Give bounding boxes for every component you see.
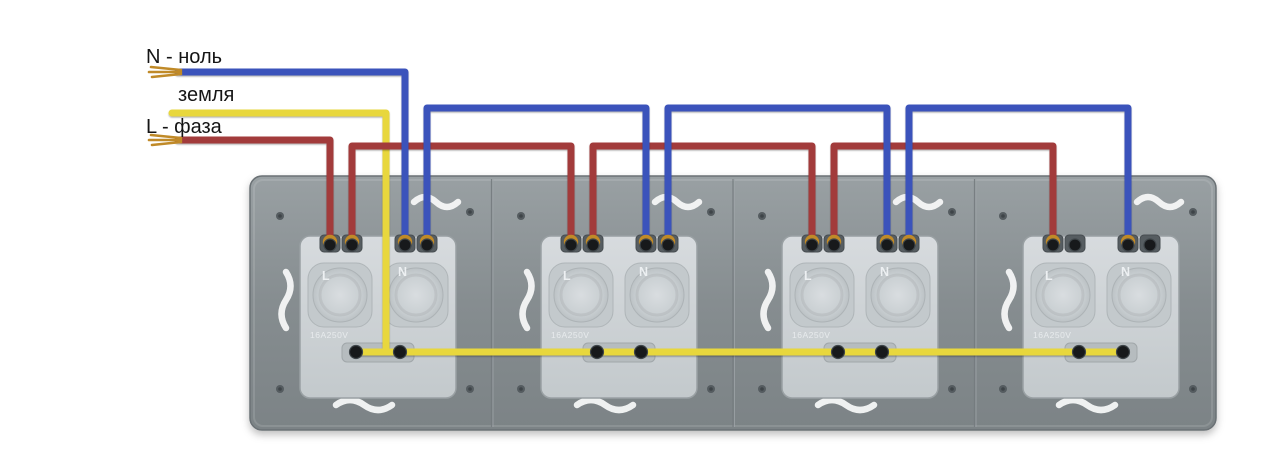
phase-wire-jumper-3-4 [830,142,1057,251]
socket-module-2 [539,233,699,400]
ground-wire-feed [168,109,390,356]
copper-strand [150,72,183,79]
ground-wire [168,109,1127,356]
socket-module-1 [298,233,458,400]
phase-wire-jumper-1-2 [348,142,575,251]
copper-strand [149,65,183,72]
neutral-wire-jumper-2-3 [664,104,891,251]
stripped-copper-ends [147,65,183,147]
legend-neutral-label: N - ноль [146,46,222,68]
socket-module-4 [1021,233,1181,400]
legend-phase-label: L - фаза [146,116,223,138]
neutral-wires [174,68,1132,251]
mounting-frame [249,175,1217,431]
phase-wire-jumper-2-3 [589,142,816,251]
neutral-wire-jumper-3-4 [905,104,1132,251]
phase-wires [174,136,1057,251]
neutral-wire-jumper-1-2 [423,104,650,251]
neutral-wire-feed [174,68,409,251]
phase-wire-feed [174,136,334,251]
legend-ground-label: земля [178,84,234,106]
legend: N - ноль земля L - фаза [146,46,234,138]
socket-module-3 [780,233,940,400]
copper-strand [150,140,183,147]
copper-strand [149,133,183,140]
